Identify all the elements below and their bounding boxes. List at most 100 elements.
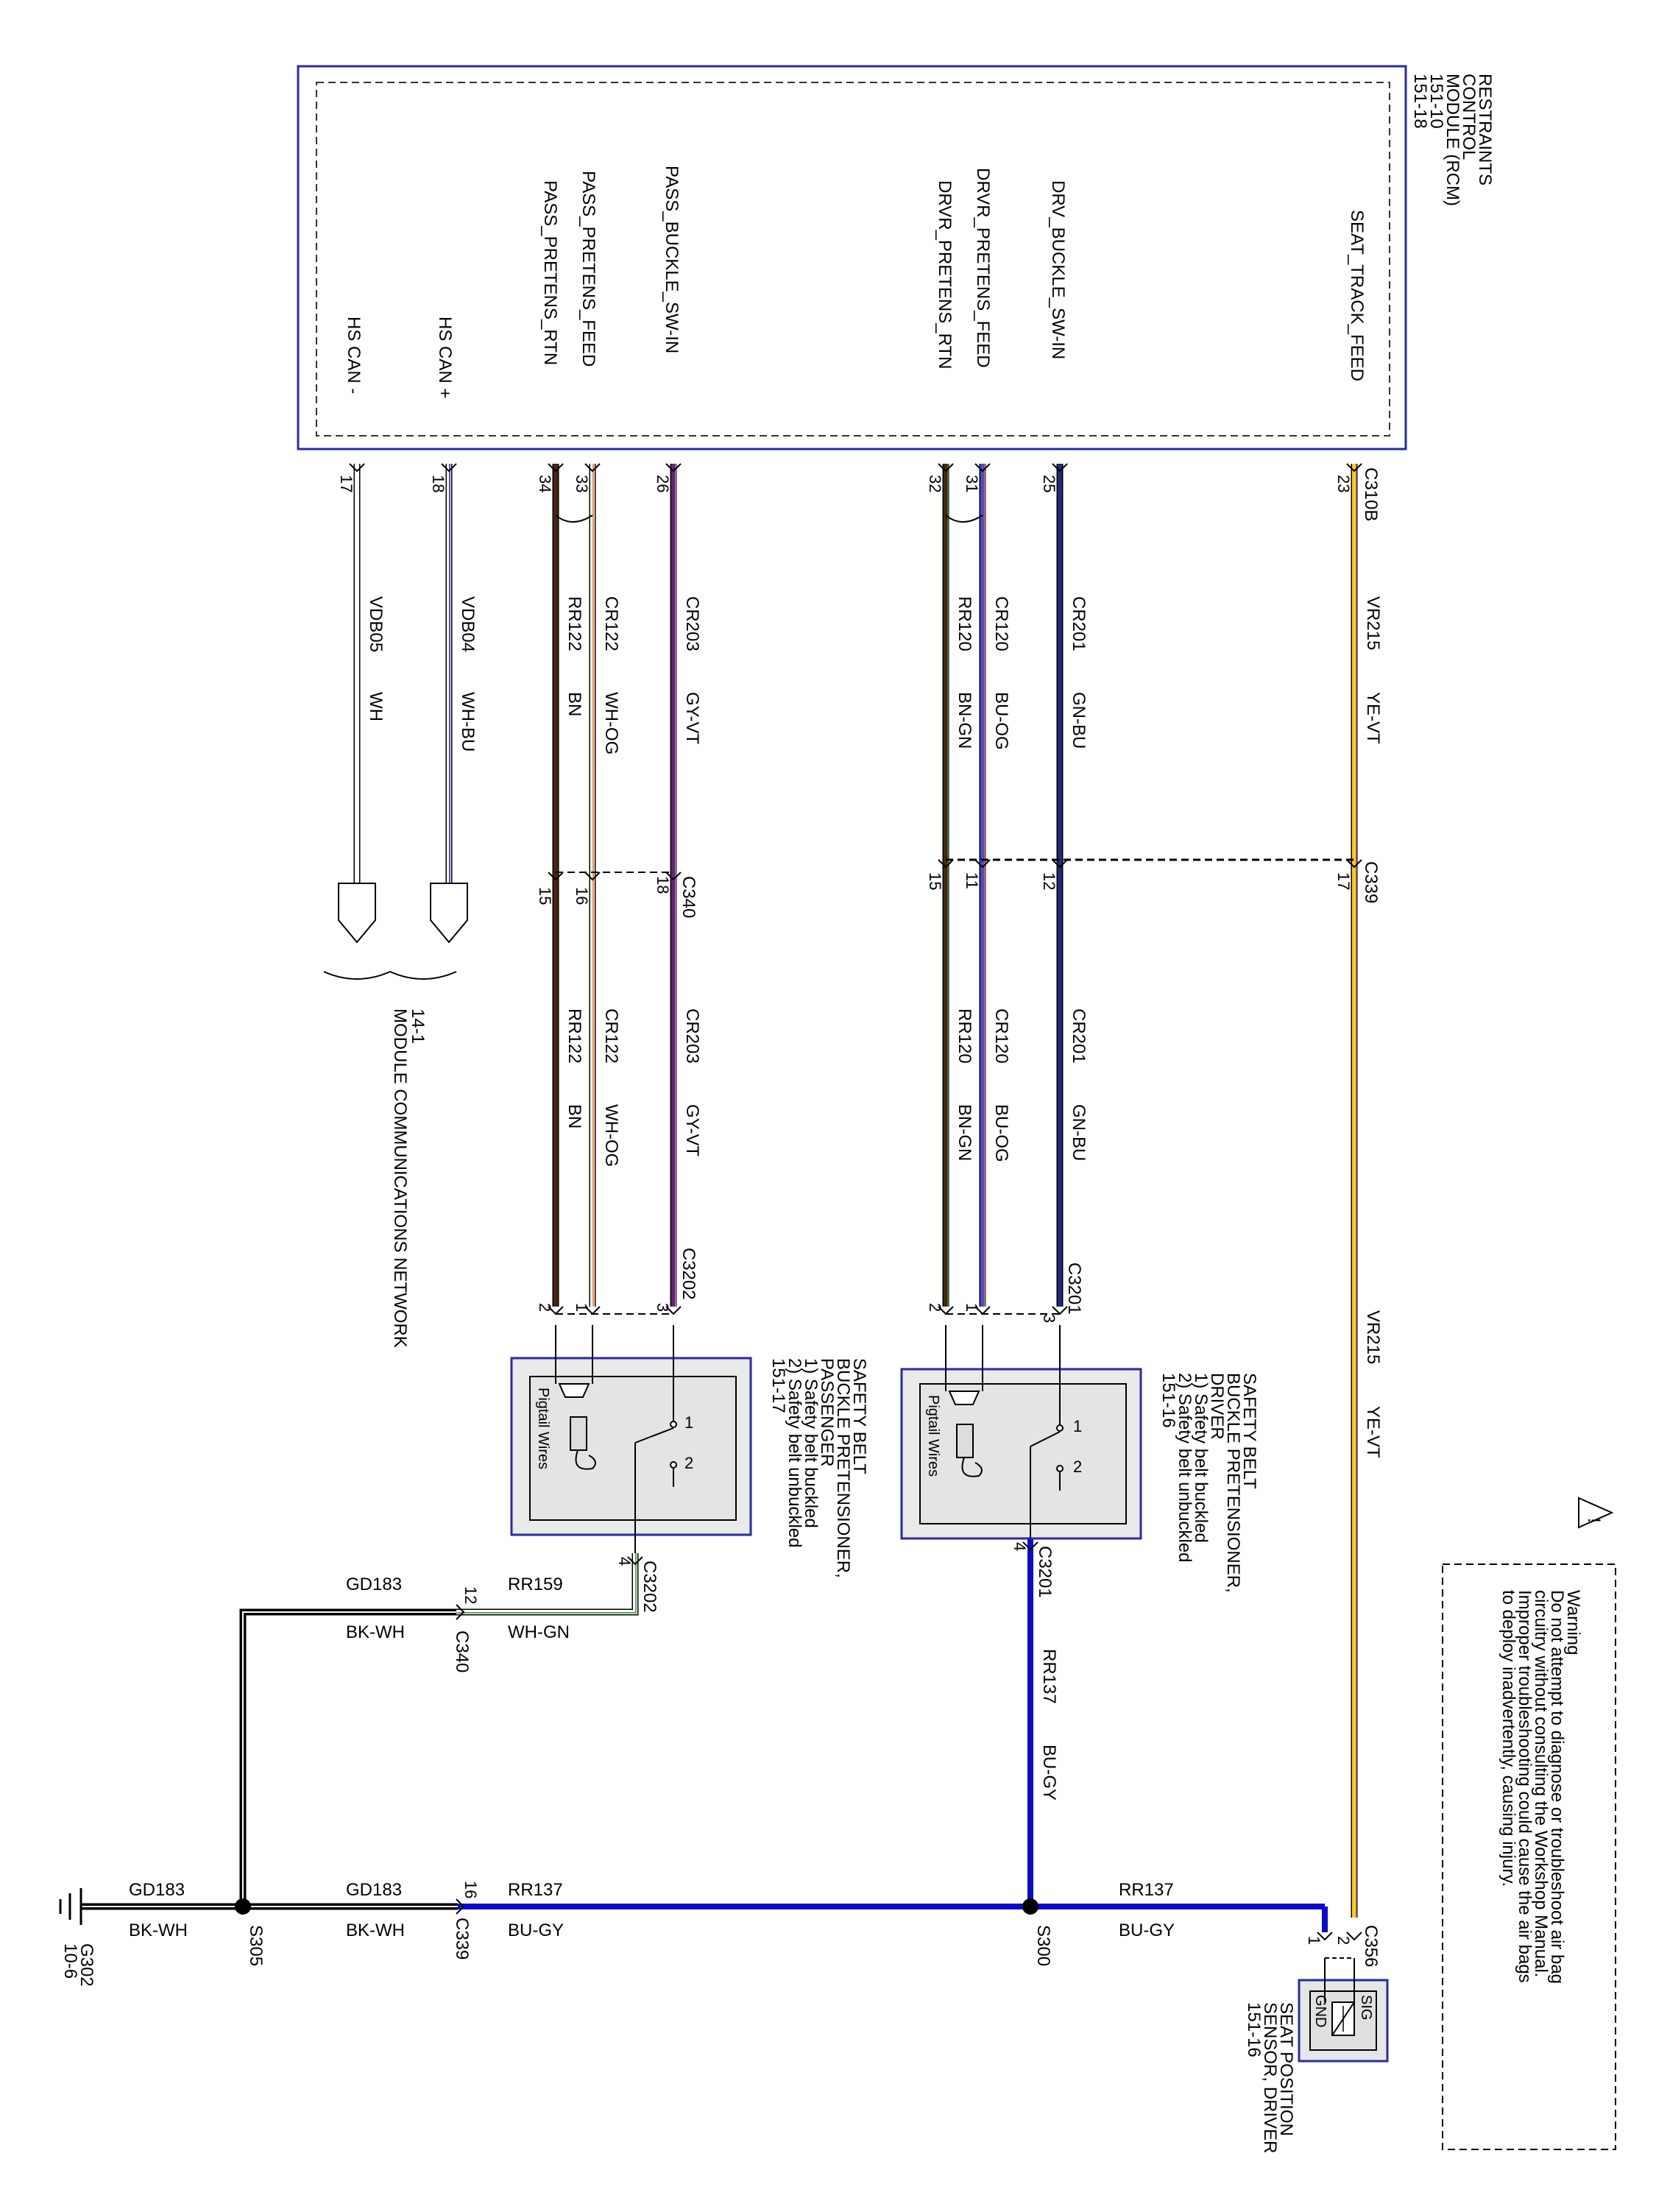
- wire-label: BN: [565, 692, 584, 716]
- caption-line: SENSOR, DRIVER: [1260, 2002, 1280, 2153]
- wire-label: YE-VT: [1363, 1406, 1383, 1458]
- pin-pass-pretens-feed: PASS_PRETENS_FEED: [578, 171, 598, 367]
- wire-label: CR122: [601, 596, 621, 651]
- rcm-name-4: 151-10: [1426, 74, 1446, 129]
- c3202-label-top: C3202: [679, 1248, 698, 1300]
- wire-label: VDB04: [458, 596, 478, 652]
- wire-cr122: [589, 464, 596, 1307]
- wire-label: RR122: [565, 1008, 584, 1064]
- wire-label: WH: [366, 692, 386, 721]
- ground-g302: G302 10-6: [59, 1888, 96, 1987]
- caption-line: BUCKLE PRETENSIONER,: [1223, 1373, 1243, 1593]
- pin-num: 17: [1334, 872, 1353, 890]
- pass-pigtail-label: Pigtail Wires: [535, 1388, 551, 1469]
- caption-line: PASSENGER: [817, 1358, 837, 1467]
- pin-num: 4: [615, 1557, 634, 1566]
- rcm-internal-outline: [316, 82, 1390, 437]
- driver-pret-caption: SAFETY BELT BUCKLE PRETENSIONER, DRIVER …: [1158, 1373, 1259, 1593]
- pin-num: 16: [461, 1881, 480, 1898]
- wire-label: CR120: [991, 596, 1011, 651]
- twist-mark-pass: [555, 515, 593, 523]
- wire-label: GY-VT: [682, 692, 702, 744]
- pin-num: 2: [1334, 1936, 1353, 1945]
- splice-s305: [235, 1898, 251, 1915]
- wire-label: CR201: [1069, 596, 1089, 651]
- wire-label: CR203: [682, 1008, 702, 1064]
- wire-label: RR122: [565, 596, 584, 651]
- pin-drvr-pretens-rtn: DRVR_PRETENS_RTN: [935, 180, 955, 370]
- wire-label: BN-GN: [955, 1104, 974, 1161]
- warning-box: [1442, 1563, 1616, 2150]
- driver-pretensioner: 1 2 Pigtail Wires: [900, 1325, 1142, 1540]
- pin-num: 18: [429, 475, 447, 492]
- switch-pos-2: 2: [1073, 1457, 1082, 1476]
- wire-label: BK-WH: [346, 1921, 405, 1940]
- rcm-name-1: RESTRAINTS: [1475, 74, 1495, 185]
- wires: [81, 464, 1358, 1932]
- c340-label: C340: [679, 876, 698, 918]
- driver-pret-inner: [919, 1383, 1127, 1524]
- wire-label: WH-OG: [601, 692, 621, 755]
- wire-label: GD183: [346, 1880, 402, 1900]
- pin-num: 1: [573, 1303, 591, 1312]
- caption-line: 1) Safety belt buckled: [801, 1358, 821, 1528]
- can-minus-terminal: [338, 883, 376, 944]
- pin-num: 1: [963, 1303, 981, 1312]
- can-plus-terminal: [430, 883, 468, 944]
- pin-pass-pretens-rtn: PASS_PRETENS_RTN: [540, 180, 560, 365]
- warning-line: circuitry without consulting the Worksho…: [1531, 1590, 1551, 1977]
- c340-label-gd: C340: [452, 1630, 472, 1672]
- wire-label: VR215: [1363, 1310, 1383, 1364]
- wire-label: VR215: [1363, 596, 1383, 650]
- pin-drvr-pretens-feed: DRVR_PRETENS_FEED: [973, 168, 993, 368]
- caption-line: SAFETY BELT: [849, 1358, 869, 1474]
- network-ref-id: 14-1: [408, 1008, 428, 1044]
- wire-label: RR137: [1039, 1649, 1059, 1704]
- wire-label: WH-BU: [458, 692, 478, 752]
- c339-label: C339: [1361, 861, 1381, 903]
- rcm-outline: [297, 65, 1407, 450]
- network-brace: [323, 970, 457, 980]
- warning-triangle-icon: [1578, 1497, 1614, 1529]
- pin-num: 16: [573, 887, 591, 905]
- caption-line: 2) Safety belt unbuckled: [1175, 1373, 1195, 1563]
- driver-pigtail-label: Pigtail Wires: [925, 1395, 941, 1477]
- ground-name: G302: [77, 1943, 96, 1987]
- pin-num: 34: [536, 475, 554, 492]
- caption-line: SEAT POSITION: [1276, 2002, 1296, 2136]
- pin-num: 2: [926, 1303, 944, 1312]
- caption-line: DRIVER: [1207, 1373, 1227, 1440]
- pin-hs-can-minus: HS CAN -: [344, 317, 364, 394]
- rcm-pin-labels: SEAT_TRACK_FEED DRV_BUCKLE_SW-IN DRVR_PR…: [344, 166, 1367, 398]
- wire-label: BN-GN: [955, 692, 974, 749]
- c3201-label: C3201: [1064, 1262, 1084, 1315]
- wire-label: BU-GY: [508, 1921, 564, 1940]
- pin-num: 31: [963, 475, 981, 492]
- splices: S300 S305: [235, 1898, 1053, 1966]
- wire-label: CR201: [1069, 1008, 1089, 1064]
- warning-note: ! Warning Do not attempt to diagnose or …: [1442, 1497, 1616, 2150]
- passenger-pretensioner: 1 2 Pigtail Wires: [510, 1325, 752, 1553]
- pin-hs-can-plus: HS CAN +: [435, 317, 455, 398]
- wire-label: RR120: [955, 1008, 974, 1064]
- pin-num: 32: [926, 475, 944, 492]
- sensor-sig-label: SIG: [1358, 1995, 1374, 2020]
- wire-label: BU-OG: [991, 692, 1011, 750]
- wire-vr215: [1351, 464, 1358, 1918]
- seat-position-sensor: SIG GND: [1298, 1958, 1389, 2063]
- caption-line: SAFETY BELT: [1239, 1373, 1259, 1489]
- c339-label-gd: C339: [452, 1918, 472, 1960]
- wire-rr120: [942, 464, 949, 1307]
- pin-num: 11: [963, 872, 981, 889]
- pin-num: 12: [1040, 872, 1058, 890]
- pin-num: 4: [1011, 1542, 1029, 1551]
- wire-label: RR120: [955, 596, 974, 651]
- wire-gd183: [81, 1608, 458, 1910]
- wire-label: BN: [565, 1104, 584, 1128]
- splice-s300: [1022, 1898, 1038, 1915]
- c3201-label-bottom: C3201: [1035, 1546, 1055, 1598]
- switch-pos-1: 1: [684, 1413, 693, 1432]
- wire-cr203: [670, 464, 677, 1307]
